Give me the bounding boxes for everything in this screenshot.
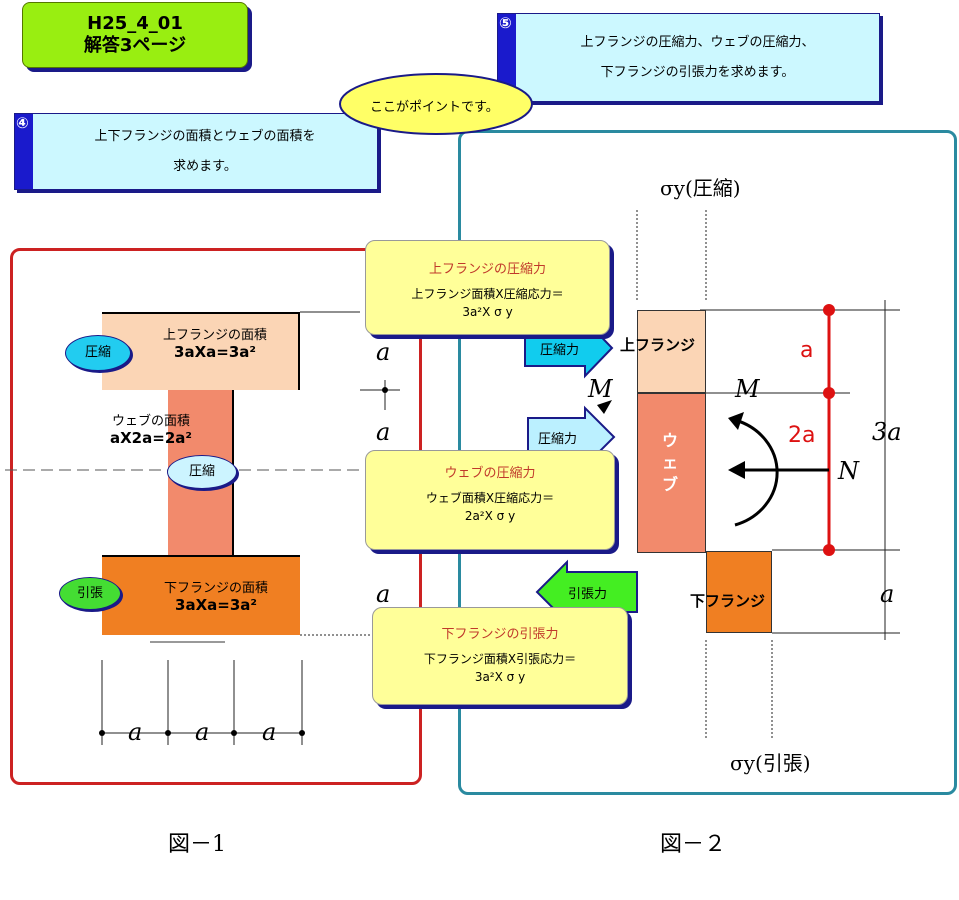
note-text: 下フランジの引張力を求めます。 (600, 65, 795, 80)
dim-a: a (376, 580, 391, 608)
dim-3a: 3a (872, 418, 902, 446)
force-result: 3a²X σ y (462, 305, 513, 319)
dim-a: a (376, 418, 391, 446)
force-result: 3a²X σ y (474, 670, 526, 684)
title-page: 解答3ページ (83, 35, 187, 56)
note-text: 上フランジの圧縮力、ウェブの圧縮力、 (580, 35, 815, 50)
fig2-upper-flange (637, 310, 706, 393)
dim-a: a (262, 718, 277, 746)
note-text: 上下フランジの面積とウェブの面積を (94, 129, 316, 144)
title-code: H25_4_01 (87, 13, 183, 34)
area-formula: 3aXa=3a² (174, 343, 256, 361)
step-number: ④ (16, 114, 29, 132)
tension-tag: 引張 (59, 577, 121, 610)
dim-a: a (195, 718, 210, 746)
fig2-lower-flange (706, 551, 772, 633)
force-title: 上フランジの圧縮力 (428, 262, 546, 277)
dim-2a-red: 2a (788, 423, 816, 448)
cloud-shape (339, 73, 533, 135)
arrow-label: 引張力 (568, 587, 608, 602)
fig2-web (637, 393, 706, 553)
area-label: 下フランジの面積 (163, 581, 268, 596)
moment-arc-icon (734, 418, 779, 527)
note-text: 求めます。 (173, 159, 237, 174)
dim-a: a (880, 580, 895, 608)
moment-arrow-icon (597, 400, 612, 414)
axial-force-label: N (838, 457, 859, 485)
fig2-lower-flange-label: 下フランジ (690, 592, 766, 610)
figure2-caption: 図－２ (660, 832, 727, 857)
dim-a: a (128, 718, 143, 746)
dim-a-red: a (800, 338, 814, 363)
compression-tag: 圧縮 (167, 455, 237, 489)
arrow-label: 圧縮力 (538, 432, 578, 447)
fig2-web-label: ウェブ (662, 431, 679, 494)
area-label: 上フランジの面積 (162, 328, 267, 343)
sigma-compression-label: σy(圧縮) (660, 176, 741, 200)
force-formula: 上フランジ面積X圧縮応力＝ (411, 287, 564, 301)
compression-tag: 圧縮 (65, 335, 131, 371)
force-box-lower-flange: 下フランジの引張力下フランジ面積X引張応力＝ 3a²X σ y (372, 607, 628, 705)
step4-note: ④ 上下フランジの面積とウェブの面積を求めます。 (14, 113, 378, 190)
cloud-label: ここがポイントです。 (370, 100, 499, 115)
arrow-label: 圧縮力 (540, 343, 580, 358)
force-formula: 下フランジ面積X引張応力＝ (423, 652, 577, 666)
force-box-web: ウェブの圧縮力ウェブ面積X圧縮応力＝ 2a²X σ y (365, 450, 615, 550)
step-number: ⑤ (499, 14, 512, 32)
sigma-tension-label: σy(引張) (730, 751, 811, 775)
step5-note: ⑤ 上フランジの圧縮力、ウェブの圧縮力、下フランジの引張力を求めます。 (497, 13, 880, 102)
force-box-upper-flange: 上フランジの圧縮力上フランジ面積X圧縮応力＝ 3a²X σ y (365, 240, 610, 335)
area-label: ウェブの面積 (111, 414, 190, 429)
fig2-upper-flange-label: 上フランジ (620, 336, 696, 354)
moment-label-left: M (588, 375, 613, 403)
force-title: ウェブの圧縮力 (444, 466, 536, 481)
force-result: 2a²X σ y (464, 509, 516, 523)
area-formula: aX2a=2a² (110, 429, 192, 447)
force-title: 下フランジの引張力 (441, 627, 559, 642)
area-formula: 3aXa=3a² (175, 596, 257, 614)
force-formula: ウェブ面積X圧縮応力＝ (425, 491, 555, 505)
moment-label-right: M (735, 375, 760, 403)
figure1-caption: 図－1 (168, 832, 226, 857)
dim-a: a (376, 338, 391, 366)
